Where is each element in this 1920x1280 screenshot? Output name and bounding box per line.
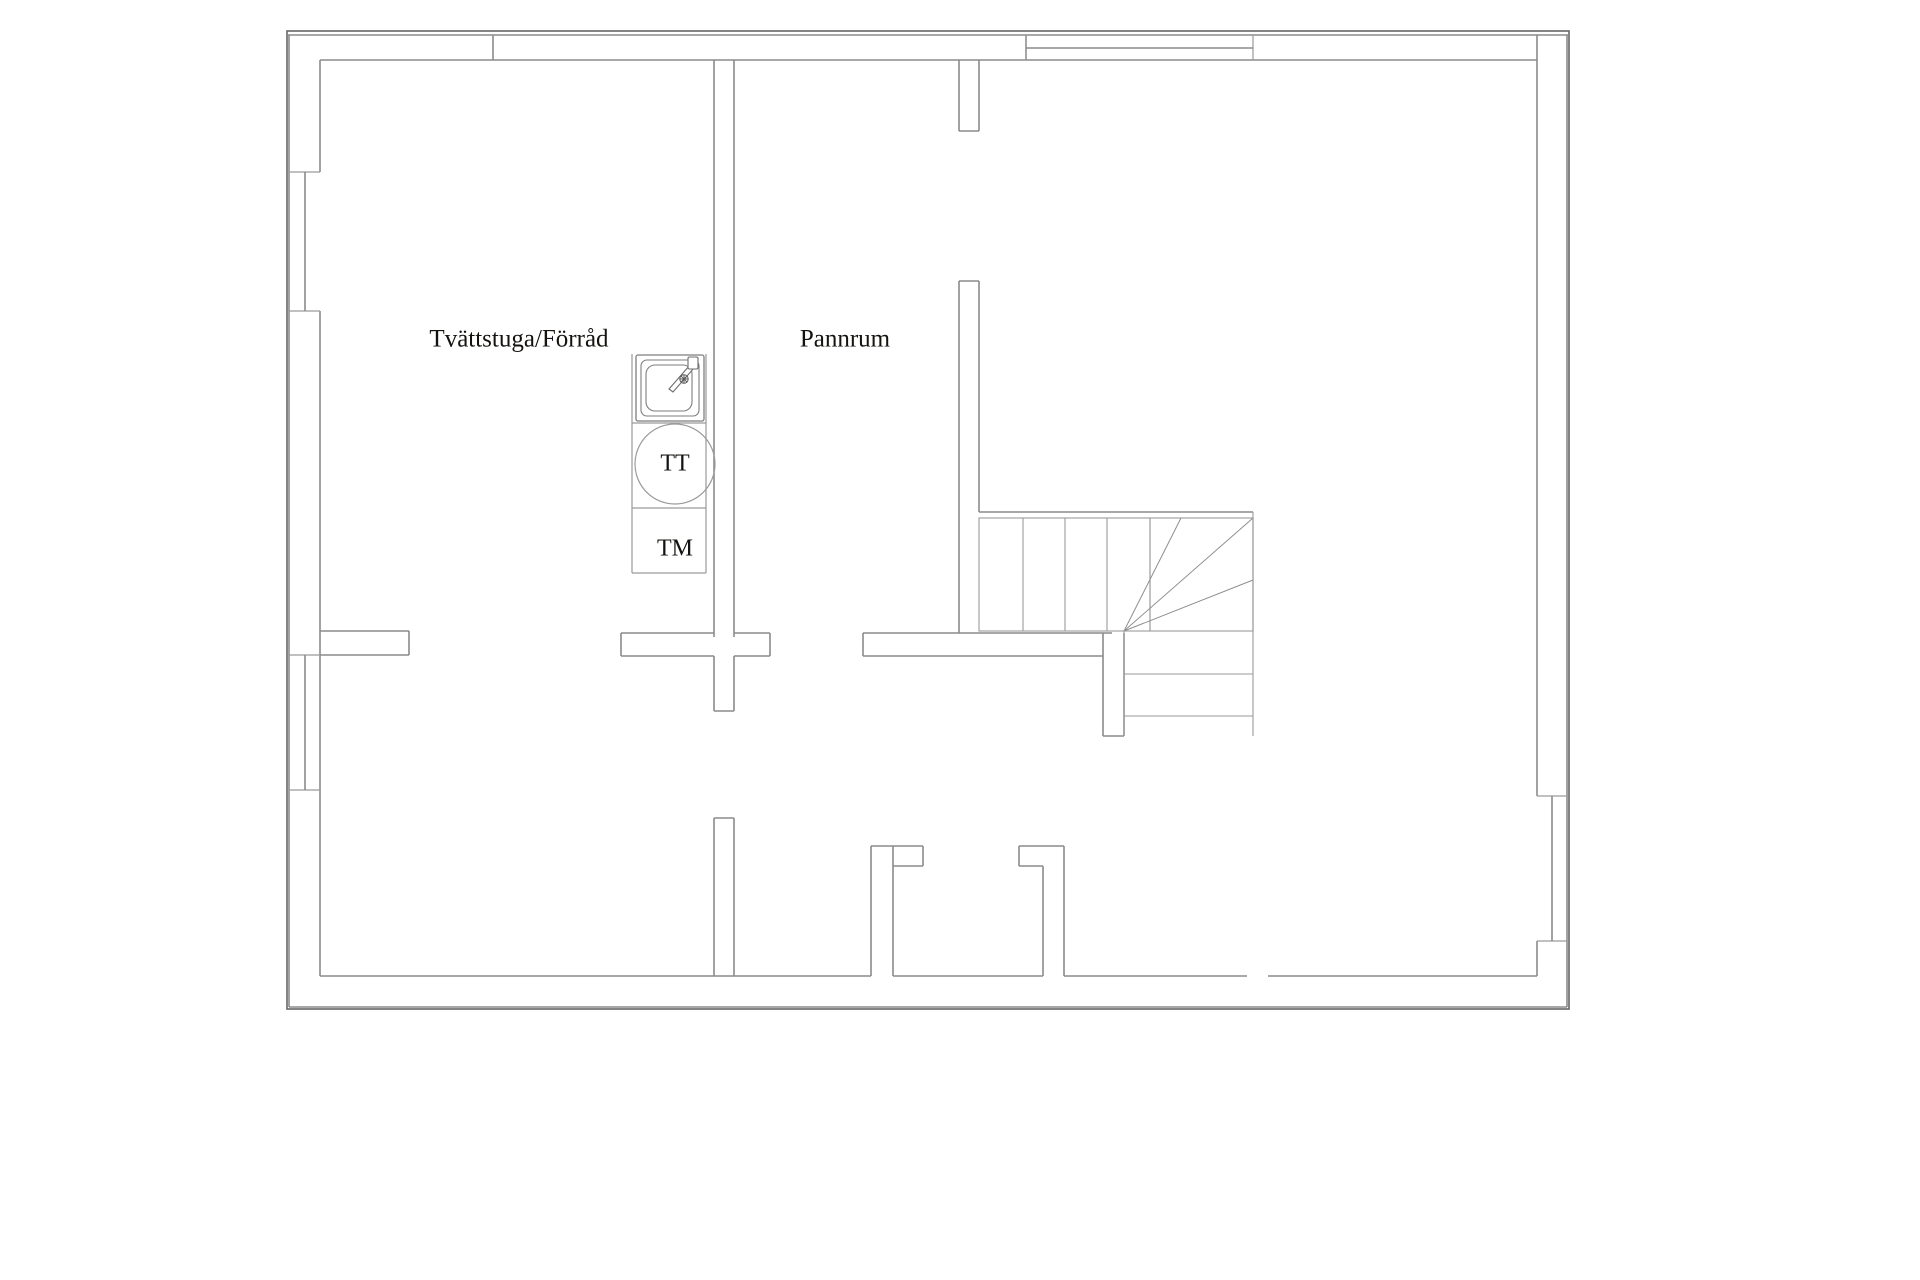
room-label-pannrum: Pannrum [800,326,891,353]
room-label-tvattstuga: Tvättstuga/Förråd [429,326,609,353]
partition-middle-right [862,632,1112,657]
partition-middle-left [320,630,771,657]
partition-right-vertical-upper [958,280,1253,633]
walls-top [288,34,1568,61]
window-right-lower [1537,795,1567,942]
walls-right [1536,35,1568,1007]
partitions-bottom-rooms [870,845,1065,976]
partition-top-right-stub [958,60,980,132]
window-left-lower [289,654,320,791]
stair-winder-treads [1123,517,1254,632]
staircase [978,512,1254,736]
partition-central-vertical [713,60,735,976]
walls-left [288,35,321,1007]
outer-boundary-frame [286,30,1570,1010]
tumble-dryer [634,423,716,505]
appliance-label-washing-machine: TM [657,536,693,562]
window-top-right [1025,35,1254,60]
fixture-column [631,354,707,574]
laundry-sink [635,354,705,422]
window-left-upper [289,171,320,312]
stair-lower-treads [1123,512,1254,736]
appliance-label-tumble-dryer: TT [660,451,690,477]
partition-stair-enclosure [1102,633,1125,737]
walls-bottom [289,975,1567,1008]
